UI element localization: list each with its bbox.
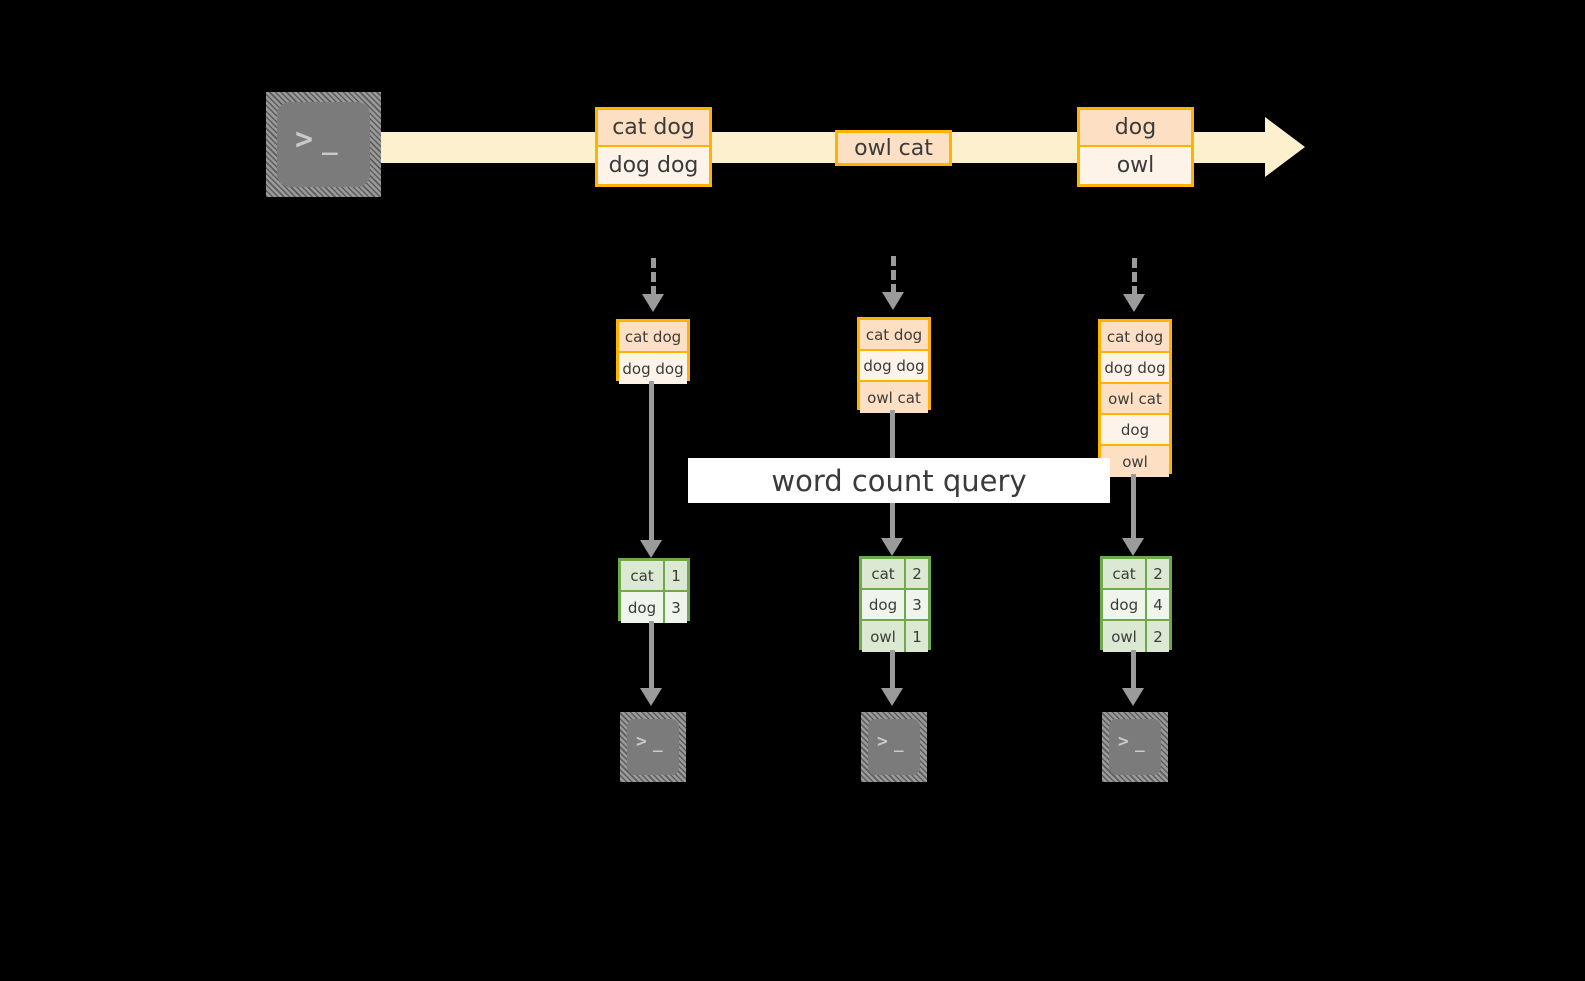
result-row: cat 1: [621, 561, 687, 592]
dashed-connector-arrowhead-1: [642, 294, 664, 312]
snapshot-row: cat dog: [860, 320, 928, 351]
sink-connector-3: [1131, 650, 1136, 693]
snapshot-table-3[interactable]: cat dog dog dog owl cat dog owl: [1098, 319, 1172, 477]
result-count: 2: [912, 564, 922, 583]
stream-event-line: dog dog: [598, 147, 709, 184]
result-word: dog: [1103, 590, 1147, 619]
result-count: 2: [1153, 564, 1163, 583]
snapshot-row: dog dog: [1101, 353, 1169, 384]
result-word: cat: [862, 559, 906, 588]
terminal-prompt-glyph: >: [295, 122, 314, 157]
result-row: cat 2: [862, 559, 928, 590]
snapshot-row: dog dog: [619, 353, 687, 384]
result-table-3[interactable]: cat 2 dog 4 owl 2: [1100, 556, 1172, 652]
stream-event-line: owl cat: [838, 133, 949, 163]
dashed-connector-arrowhead-2: [882, 292, 904, 310]
snapshot-row: cat dog: [1101, 322, 1169, 353]
result-word: cat: [1103, 559, 1147, 588]
sink-connector-arrowhead-2: [881, 688, 903, 706]
result-word: owl: [1103, 621, 1147, 652]
terminal-cursor-glyph: _: [653, 733, 663, 752]
query-connector-arrowhead-1: [640, 540, 662, 558]
result-word: dog: [621, 592, 665, 623]
stream-event-2[interactable]: owl cat: [835, 130, 952, 166]
snapshot-row: owl cat: [860, 382, 928, 413]
terminal-cursor-glyph: _: [894, 733, 904, 752]
result-count: 1: [912, 627, 922, 646]
snapshot-table-1[interactable]: cat dog dog dog: [616, 319, 690, 384]
result-count: 2: [1153, 627, 1163, 646]
dashed-connector-arrowhead-3: [1123, 294, 1145, 312]
stream-arrowhead: [1265, 117, 1305, 177]
result-count: 1: [671, 566, 681, 585]
result-count: 3: [912, 595, 922, 614]
sink-connector-arrowhead-3: [1122, 688, 1144, 706]
terminal-cursor-glyph: _: [1135, 733, 1145, 752]
stream-event-1[interactable]: cat dog dog dog: [595, 107, 712, 187]
query-connector-3: [1131, 474, 1136, 545]
result-row: dog 3: [862, 590, 928, 621]
sink-terminal-icon-2[interactable]: > _: [861, 712, 927, 782]
terminal-screen: [627, 719, 679, 775]
sink-connector-1: [649, 621, 654, 693]
terminal-screen: [277, 102, 370, 187]
source-terminal-icon[interactable]: > _: [266, 92, 381, 197]
result-row: dog 3: [621, 592, 687, 623]
terminal-prompt-glyph: >: [877, 731, 888, 752]
snapshot-row: dog dog: [860, 351, 928, 382]
query-connector-arrowhead-2: [881, 538, 903, 556]
snapshot-row: cat dog: [619, 322, 687, 353]
dashed-connector-1: [651, 258, 656, 296]
dashed-connector-2: [891, 256, 896, 294]
stream-event-line: cat dog: [598, 110, 709, 147]
snapshot-table-2[interactable]: cat dog dog dog owl cat: [857, 317, 931, 413]
snapshot-row: owl: [1101, 446, 1169, 477]
result-row: owl 1: [862, 621, 928, 652]
result-row: cat 2: [1103, 559, 1169, 590]
result-count: 3: [671, 598, 681, 617]
query-connector-arrowhead-3: [1122, 538, 1144, 556]
stream-event-3[interactable]: dog owl: [1077, 107, 1194, 187]
terminal-screen: [868, 719, 920, 775]
result-word: owl: [862, 621, 906, 652]
terminal-screen: [1109, 719, 1161, 775]
result-word: dog: [862, 590, 906, 619]
result-word: cat: [621, 561, 665, 590]
query-label: word count query: [688, 458, 1110, 503]
sink-terminal-icon-3[interactable]: > _: [1102, 712, 1168, 782]
result-table-1[interactable]: cat 1 dog 3: [618, 558, 690, 623]
sink-connector-2: [890, 650, 895, 693]
dashed-connector-3: [1132, 258, 1137, 296]
snapshot-row: owl cat: [1101, 384, 1169, 415]
terminal-prompt-glyph: >: [1118, 731, 1129, 752]
result-table-2[interactable]: cat 2 dog 3 owl 1: [859, 556, 931, 652]
stream-event-line: owl: [1080, 147, 1191, 184]
terminal-cursor-glyph: _: [322, 126, 338, 156]
result-row: dog 4: [1103, 590, 1169, 621]
snapshot-row: dog: [1101, 415, 1169, 446]
stream-event-line: dog: [1080, 110, 1191, 147]
sink-connector-arrowhead-1: [640, 688, 662, 706]
terminal-prompt-glyph: >: [636, 731, 647, 752]
result-row: owl 2: [1103, 621, 1169, 652]
sink-terminal-icon-1[interactable]: > _: [620, 712, 686, 782]
result-count: 4: [1153, 595, 1163, 614]
query-connector-1: [649, 381, 654, 545]
